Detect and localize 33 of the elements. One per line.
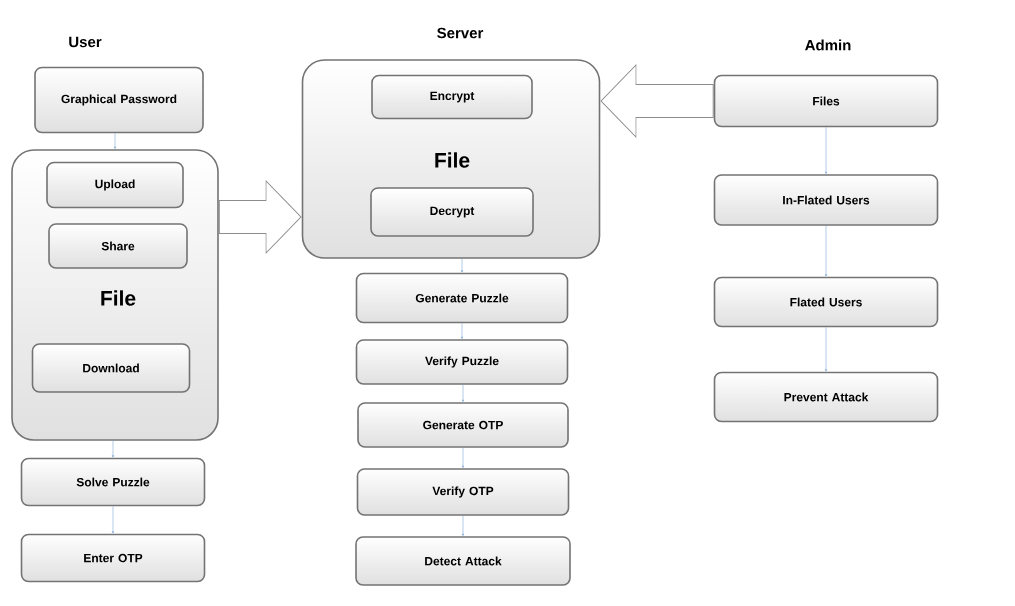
arrow [461, 447, 465, 468]
panel-title: File [101, 290, 136, 306]
process-box: Verify OTP [356, 468, 570, 516]
process-box: Flated Users [713, 276, 939, 328]
arrow [460, 323, 464, 339]
panel-title: File [435, 152, 470, 168]
column-heading: Admin [805, 39, 851, 51]
process-box: Files [713, 74, 939, 128]
process-box: Generate Puzzle [355, 272, 569, 324]
process-box: Solve Puzzle [20, 457, 206, 507]
process-box: Enter OTP [20, 533, 206, 583]
process-box: Prevent Attack [713, 371, 939, 423]
arrow [111, 506, 115, 534]
process-box: Generate OTP [357, 402, 569, 448]
process-box: Graphical Password [34, 66, 204, 134]
process-box: Decrypt [370, 187, 534, 237]
process-box: Detect Attack [355, 536, 571, 586]
process-box: Verify Puzzle [355, 339, 569, 385]
process-box: In-Flated Users [713, 174, 939, 226]
process-box: Encrypt [371, 74, 533, 120]
process-box: Share [48, 223, 188, 269]
arrow [824, 225, 828, 277]
arrow [111, 440, 115, 458]
process-box: Download [31, 343, 191, 393]
column-heading: Server [437, 27, 484, 39]
arrow [824, 327, 828, 372]
arrow [824, 127, 828, 174]
arrow [460, 258, 464, 273]
process-box: Upload [46, 161, 184, 209]
arrow [113, 133, 117, 149]
arrow [461, 515, 465, 536]
column-heading: User [69, 36, 102, 48]
arrow [461, 384, 465, 402]
